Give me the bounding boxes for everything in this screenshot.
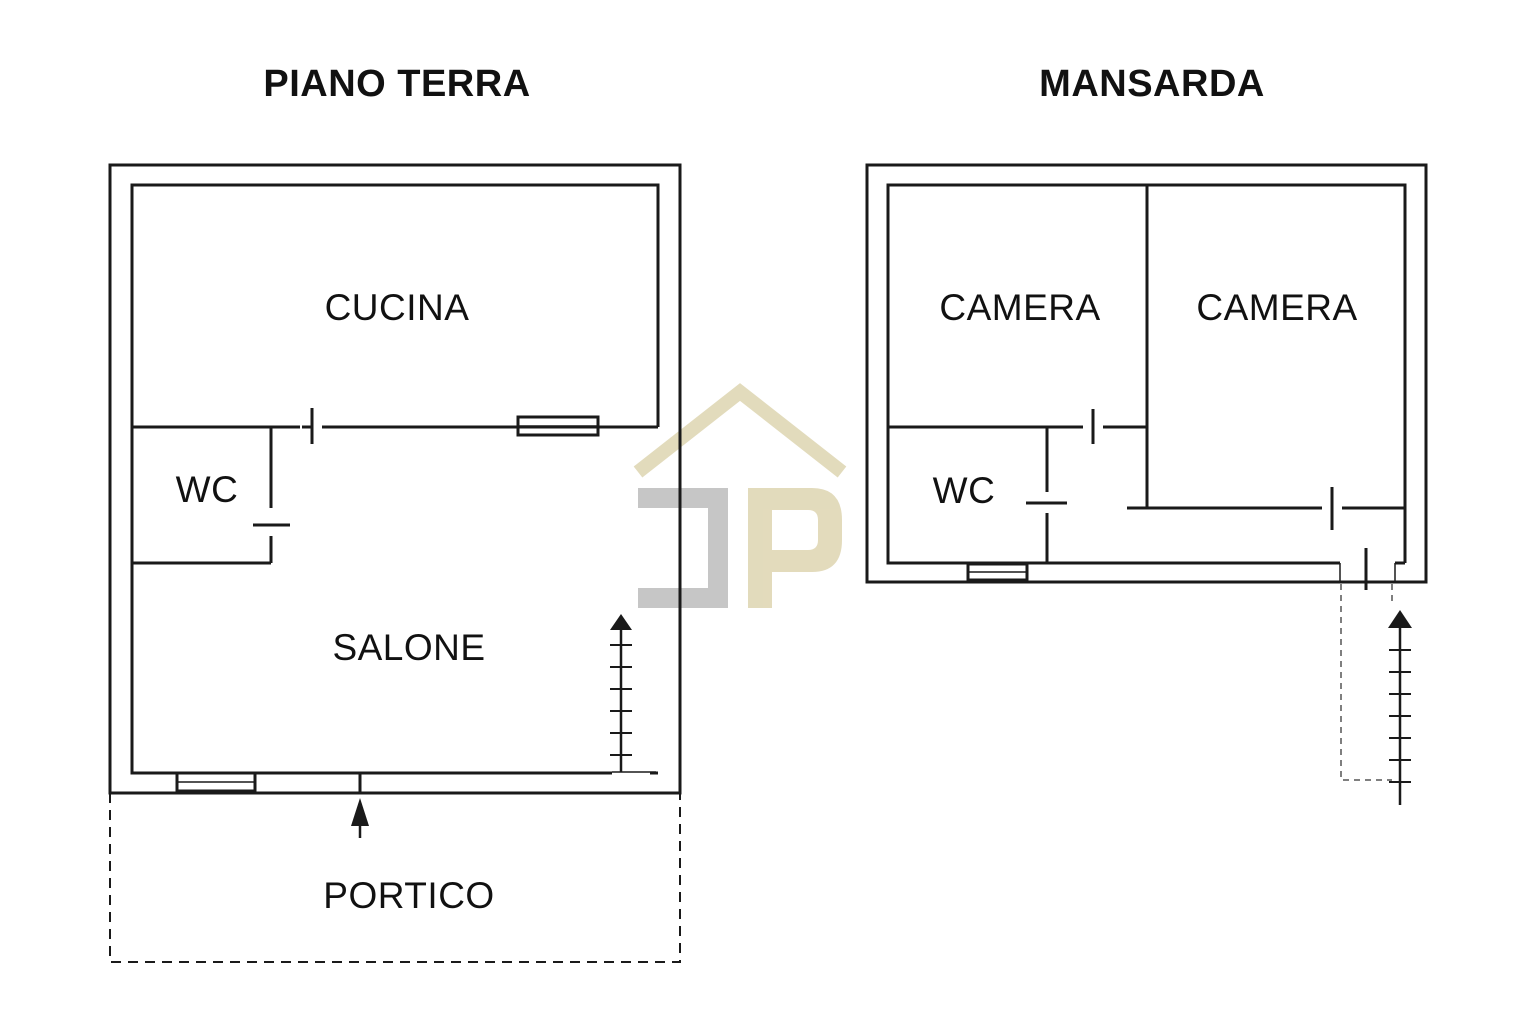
room-label-salone: SALONE xyxy=(332,627,485,668)
watermark-logo xyxy=(633,383,847,608)
stair-ground-treads xyxy=(610,644,632,756)
room-label-camera-left: CAMERA xyxy=(939,287,1100,328)
stair-ground-arrow xyxy=(610,614,632,630)
stair-attic-treads xyxy=(1389,649,1411,783)
room-label-portico: PORTICO xyxy=(323,875,494,916)
attic-outer-wall xyxy=(865,163,1428,584)
attic-floor-plan: CAMERA CAMERA WC xyxy=(865,163,1428,805)
floor-title-ground: PIANO TERRA xyxy=(263,63,530,105)
floor-title-attic: MANSARDA xyxy=(1039,63,1265,105)
watermark-letter-p xyxy=(748,488,842,608)
attic-inner-wall xyxy=(886,183,1407,565)
ground-floor-plan: CUCINA WC SALONE PORTICO xyxy=(108,163,682,963)
portico-outline xyxy=(109,793,681,963)
watermark-roof xyxy=(633,383,847,478)
ground-outer-wall xyxy=(108,163,682,795)
room-label-cucina: CUCINA xyxy=(325,287,470,328)
room-label-wc-attic: WC xyxy=(933,470,996,511)
ground-inner-wall xyxy=(130,183,660,775)
room-label-wc-ground: WC xyxy=(176,469,239,510)
stair-attic-outline xyxy=(1340,584,1392,781)
stair-attic-arrow xyxy=(1388,610,1412,628)
watermark-letter-j xyxy=(638,488,728,608)
room-label-camera-right: CAMERA xyxy=(1196,287,1357,328)
entrance-arrow-head xyxy=(351,798,369,826)
